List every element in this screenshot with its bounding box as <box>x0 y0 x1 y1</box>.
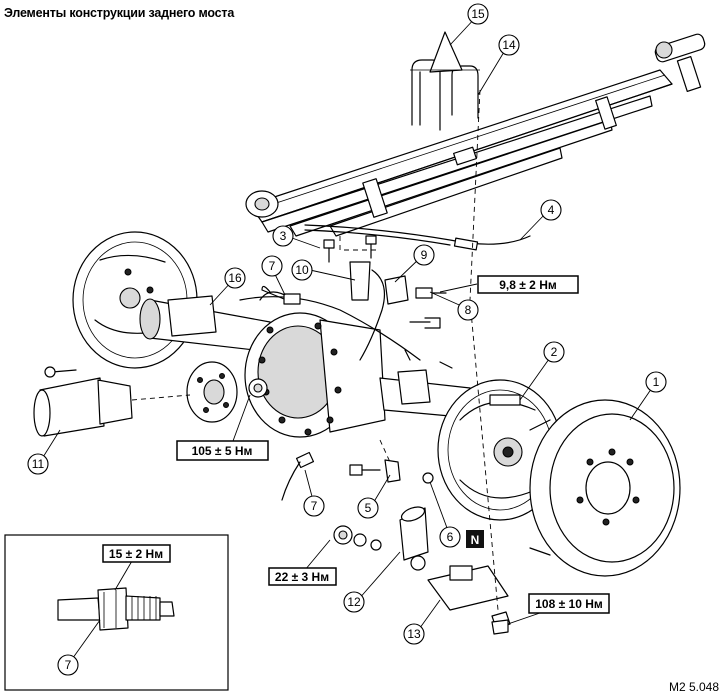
parking-brake-cable <box>304 224 531 251</box>
torque-label-105: 105 ± 5 Нм <box>176 440 269 461</box>
svg-text:7: 7 <box>311 499 318 513</box>
svg-text:108 ± 10 Нм: 108 ± 10 Нм <box>535 597 603 611</box>
callout-12: 12 <box>343 591 365 613</box>
figure-code: M2 5.048 <box>668 680 719 694</box>
svg-text:5: 5 <box>365 501 372 515</box>
svg-text:3: 3 <box>280 229 287 243</box>
svg-text:N: N <box>471 533 480 547</box>
svg-text:16: 16 <box>228 271 242 285</box>
callout-10: 10 <box>291 259 313 281</box>
callout-1: 1 <box>645 371 667 393</box>
callout-14: 14 <box>498 34 520 56</box>
svg-text:105 ± 5 Нм: 105 ± 5 Нм <box>192 444 253 458</box>
svg-text:22 ± 3 Нм: 22 ± 3 Нм <box>275 570 329 584</box>
svg-text:1: 1 <box>653 375 660 389</box>
svg-text:9: 9 <box>421 248 428 262</box>
lower-plate <box>427 89 511 635</box>
svg-text:6: 6 <box>447 530 454 544</box>
svg-text:7: 7 <box>269 259 276 273</box>
svg-text:12: 12 <box>347 595 361 609</box>
callout-15: 15 <box>467 3 489 25</box>
leaf-spring <box>245 33 706 237</box>
svg-text:2: 2 <box>551 345 558 359</box>
callout-4: 4 <box>540 199 562 221</box>
callout-5: 5 <box>357 497 379 519</box>
torque-label-8: 9,8 ± 2 Нм <box>477 275 579 294</box>
callout-8: 8 <box>457 299 479 321</box>
torque-label-108: 108 ± 10 Нм <box>528 593 610 614</box>
callout-2: 2 <box>543 341 565 363</box>
svg-text:4: 4 <box>548 203 555 217</box>
svg-text:10: 10 <box>295 263 309 277</box>
callout-16: 16 <box>224 267 246 289</box>
propeller-shaft <box>33 366 191 437</box>
svg-text:15: 15 <box>471 7 485 21</box>
svg-text:14: 14 <box>502 38 516 52</box>
torque-label-15: 15 ± 2 Нм <box>102 544 171 563</box>
callout-6: 6 <box>439 526 461 548</box>
callout-7-inset: 7 <box>57 654 79 676</box>
bolt-3 <box>323 235 377 263</box>
callout-13: 13 <box>403 623 425 645</box>
svg-text:13: 13 <box>407 627 421 641</box>
callout-9: 9 <box>413 244 435 266</box>
load-valve-bracket <box>349 261 409 361</box>
brake-drum <box>529 399 681 577</box>
svg-text:11: 11 <box>32 457 45 471</box>
svg-text:8: 8 <box>465 303 472 317</box>
torque-label-22: 22 ± 3 Нм <box>268 567 337 586</box>
small-parts <box>333 439 434 571</box>
u-bolts <box>410 31 480 131</box>
callout-11: 11 <box>27 453 49 475</box>
marker-n: N <box>466 530 484 548</box>
callout-7-top: 7 <box>261 255 283 277</box>
svg-text:9,8 ± 2 Нм: 9,8 ± 2 Нм <box>499 278 557 292</box>
callout-7-bottom: 7 <box>303 495 325 517</box>
svg-text:15 ± 2 Нм: 15 ± 2 Нм <box>109 547 163 561</box>
svg-text:7: 7 <box>65 658 72 672</box>
axle-housing <box>139 291 473 438</box>
callout-3: 3 <box>272 225 294 247</box>
hose-fittings <box>261 285 453 501</box>
diagram-title: Элементы конструкции заднего моста <box>4 6 235 20</box>
